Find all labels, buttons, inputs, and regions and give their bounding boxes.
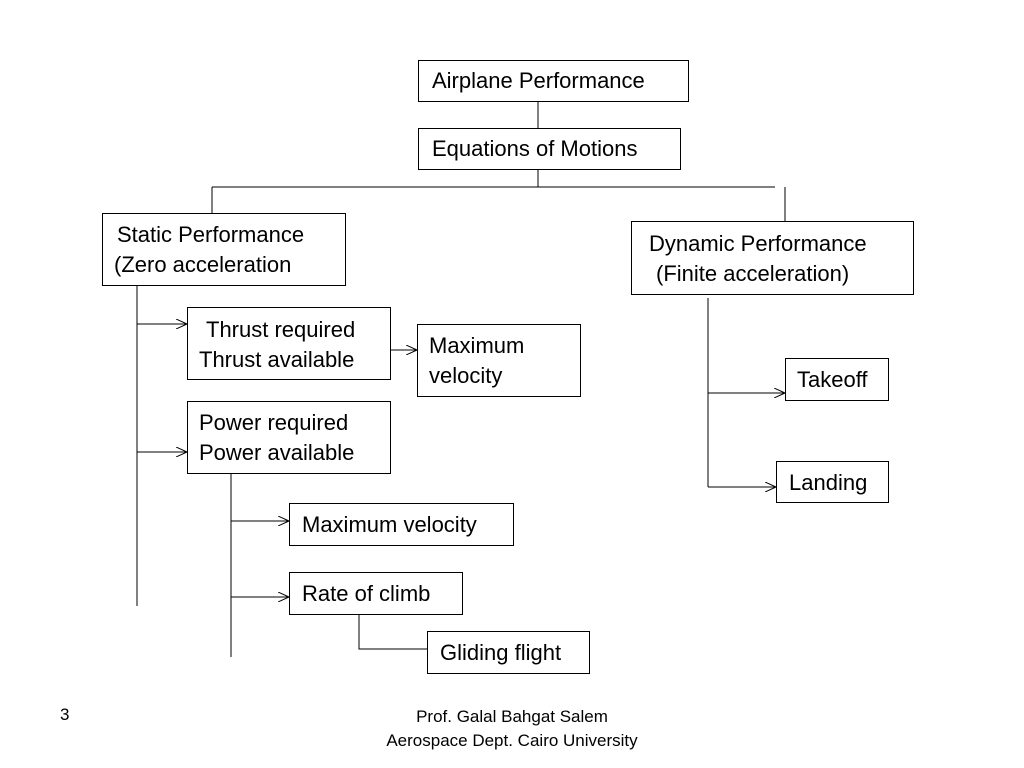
- power-available-label: Power available: [199, 440, 355, 465]
- landing-label: Landing: [789, 470, 868, 495]
- footer-credits: Prof. Galal Bahgat Salem Aerospace Dept.…: [312, 705, 712, 753]
- rate-of-climb-label: Rate of climb: [302, 581, 431, 606]
- max-velocity-power-label: Maximum velocity: [302, 512, 477, 537]
- gliding-flight-label: Gliding flight: [440, 640, 562, 665]
- equations-of-motions-label: Equations of Motions: [432, 136, 638, 161]
- equations-of-motions-box: Equations of Motions: [418, 128, 681, 170]
- footer-affiliation: Aerospace Dept. Cairo University: [386, 731, 638, 750]
- landing-box: Landing: [776, 461, 889, 503]
- slide-number: 3: [60, 705, 70, 724]
- power-required-label: Power required: [199, 410, 349, 435]
- max-velocity-thrust-label: Maximum: [429, 333, 525, 358]
- takeoff-box: Takeoff: [785, 358, 889, 401]
- footer-author: Prof. Galal Bahgat Salem: [416, 707, 608, 726]
- takeoff-label: Takeoff: [797, 367, 868, 392]
- static-performance-box: Static Performance (Zero acceleration: [102, 213, 346, 286]
- max-velocity-thrust-box: Maximum velocity: [417, 324, 581, 397]
- airplane-performance-box: Airplane Performance: [418, 60, 689, 102]
- line-climb-to-gliding: [358, 614, 427, 650]
- power-box: Power required Power available: [187, 401, 391, 474]
- rate-of-climb-box: Rate of climb: [289, 572, 463, 615]
- thrust-available-label: Thrust available: [199, 347, 355, 372]
- gliding-flight-box: Gliding flight: [427, 631, 590, 674]
- airplane-performance-label: Airplane Performance: [432, 68, 645, 93]
- dynamic-performance-sublabel: (Finite acceleration): [656, 261, 850, 286]
- thrust-required-label: Thrust required: [206, 317, 356, 342]
- max-velocity-power-box: Maximum velocity: [289, 503, 514, 546]
- static-performance-label: Static Performance: [117, 222, 305, 247]
- thrust-box: Thrust required Thrust available: [187, 307, 391, 380]
- dynamic-performance-label: Dynamic Performance: [649, 231, 867, 256]
- static-performance-sublabel: (Zero acceleration: [114, 252, 292, 277]
- dynamic-performance-box: Dynamic Performance (Finite acceleration…: [631, 221, 914, 295]
- max-velocity-thrust-sublabel: velocity: [429, 363, 503, 388]
